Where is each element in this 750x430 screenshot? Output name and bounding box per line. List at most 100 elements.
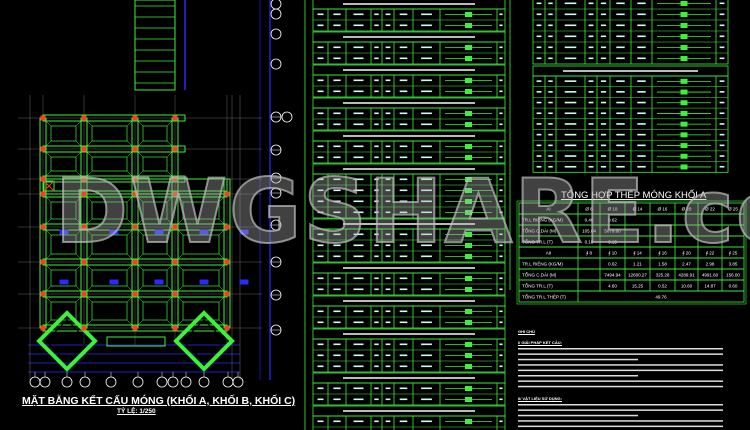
bevel xyxy=(45,253,52,260)
bevel xyxy=(137,285,144,292)
cell-value xyxy=(385,343,391,346)
cell-value xyxy=(421,255,432,258)
cell-value xyxy=(317,189,324,192)
rebar-mark xyxy=(465,210,472,215)
bevel xyxy=(177,264,184,271)
cell-value xyxy=(536,144,542,147)
cell-value xyxy=(385,90,391,93)
cell-value xyxy=(499,365,503,368)
bevel xyxy=(137,151,144,158)
cell-value xyxy=(374,145,379,148)
cell-value xyxy=(499,343,503,346)
bevel xyxy=(166,253,173,260)
cross-mark xyxy=(43,180,55,192)
cell-value xyxy=(548,123,553,125)
cell-value xyxy=(399,255,408,258)
cell-value xyxy=(317,365,324,368)
column-marker xyxy=(132,325,138,331)
cell-value xyxy=(719,165,725,168)
bevel xyxy=(177,196,184,203)
watermark: DWGSHARE.com xyxy=(54,159,750,264)
cell-value xyxy=(536,165,542,168)
bevel xyxy=(177,285,184,292)
rebar-mark xyxy=(465,320,472,325)
cell-value xyxy=(385,24,391,27)
cell-value xyxy=(588,46,594,49)
bevel xyxy=(166,151,173,158)
cell-value xyxy=(499,46,503,49)
axis-bubble-icon xyxy=(270,8,282,20)
rebar-mark xyxy=(465,23,472,28)
cell-value xyxy=(616,101,625,104)
rebar-table-7-header-text xyxy=(343,267,475,269)
cell-value xyxy=(564,155,577,157)
cell-value xyxy=(333,24,341,27)
rebar-table-8-header-text xyxy=(343,300,475,302)
cell-value xyxy=(353,200,364,203)
cell-value xyxy=(353,123,364,126)
cell-value xyxy=(499,387,503,390)
column-marker xyxy=(40,325,46,331)
bevel xyxy=(75,253,82,260)
pile-cap-diamond xyxy=(36,310,98,372)
bevel xyxy=(166,218,173,225)
cell-value xyxy=(374,178,379,181)
cell-value xyxy=(353,321,364,324)
dimension-tick xyxy=(239,229,249,235)
cell-value xyxy=(564,165,577,168)
cell-value xyxy=(499,123,503,126)
cell-value xyxy=(317,211,324,214)
cell-value xyxy=(536,24,542,27)
cell-value xyxy=(385,13,391,16)
cell-value xyxy=(353,156,364,159)
bevel xyxy=(75,285,82,292)
bevel xyxy=(86,229,93,236)
rebar-mark xyxy=(680,110,688,116)
cell-value xyxy=(536,2,542,5)
column-marker xyxy=(172,191,178,197)
cell-value xyxy=(399,354,408,357)
cell-value xyxy=(499,255,503,258)
column-marker xyxy=(132,224,138,230)
cell-value xyxy=(353,13,364,16)
cell-value xyxy=(317,13,324,16)
cell-value xyxy=(588,80,594,82)
cell-value xyxy=(536,80,542,82)
cell-value xyxy=(317,387,324,390)
cell-value xyxy=(421,211,432,214)
cell-value xyxy=(421,288,432,291)
column-marker xyxy=(224,325,230,331)
cell-value xyxy=(421,178,432,181)
column-marker xyxy=(224,259,230,265)
footing-panel xyxy=(91,125,128,142)
bevel xyxy=(86,170,93,177)
summary-cell: Ø 22 xyxy=(705,207,715,212)
axis-bubble-icon xyxy=(61,376,73,388)
cell-value xyxy=(399,211,408,214)
axis-bubble-icon xyxy=(105,376,117,388)
cell-value xyxy=(421,123,432,126)
bevel xyxy=(45,264,52,271)
summary-cell: 0.62 xyxy=(608,262,617,267)
cell-value xyxy=(317,354,324,357)
rebar-table-1-header-text xyxy=(343,36,475,38)
cell-value xyxy=(600,46,607,49)
bevel xyxy=(177,229,184,236)
cell-value xyxy=(421,90,432,93)
note-text-line xyxy=(518,404,723,406)
cell-value xyxy=(385,310,391,313)
footing-panel xyxy=(91,301,128,321)
cell-value xyxy=(548,133,553,136)
rebar-table-right-1-body xyxy=(532,0,729,65)
note-text-line xyxy=(518,414,638,417)
note-text-line xyxy=(518,358,638,361)
dimension-tick xyxy=(154,279,164,285)
cell-value xyxy=(353,112,364,115)
cell-value xyxy=(637,133,646,136)
cell-value xyxy=(353,90,364,93)
rebar-table-9-body xyxy=(312,338,506,373)
summary-row-label: TR.L RIÊNG (KG/M) xyxy=(522,216,563,223)
cell-value xyxy=(421,343,432,346)
cell-value xyxy=(385,255,391,258)
